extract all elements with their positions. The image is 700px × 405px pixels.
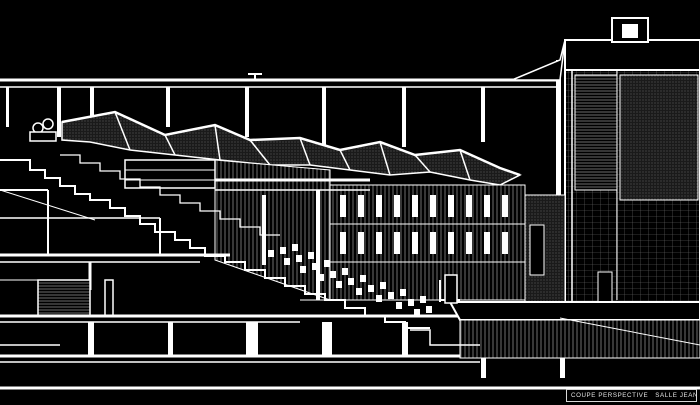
stair-block — [37, 279, 114, 317]
title-block-line2: SALLE JEAN VILAR — [655, 392, 697, 399]
title-block: COUPE PERSPECTIVE SALLE JEAN VILAR — [566, 389, 697, 402]
title-block-line1: COUPE PERSPECTIVE — [571, 392, 649, 399]
stage-platform — [439, 274, 700, 359]
left-frame — [0, 189, 230, 290]
roof-slab — [0, 73, 560, 88]
upper-columns — [6, 60, 561, 210]
building-outline — [0, 329, 480, 346]
folded-ceiling — [61, 110, 522, 186]
projector-icon — [29, 118, 57, 142]
fly-tower — [511, 17, 700, 311]
